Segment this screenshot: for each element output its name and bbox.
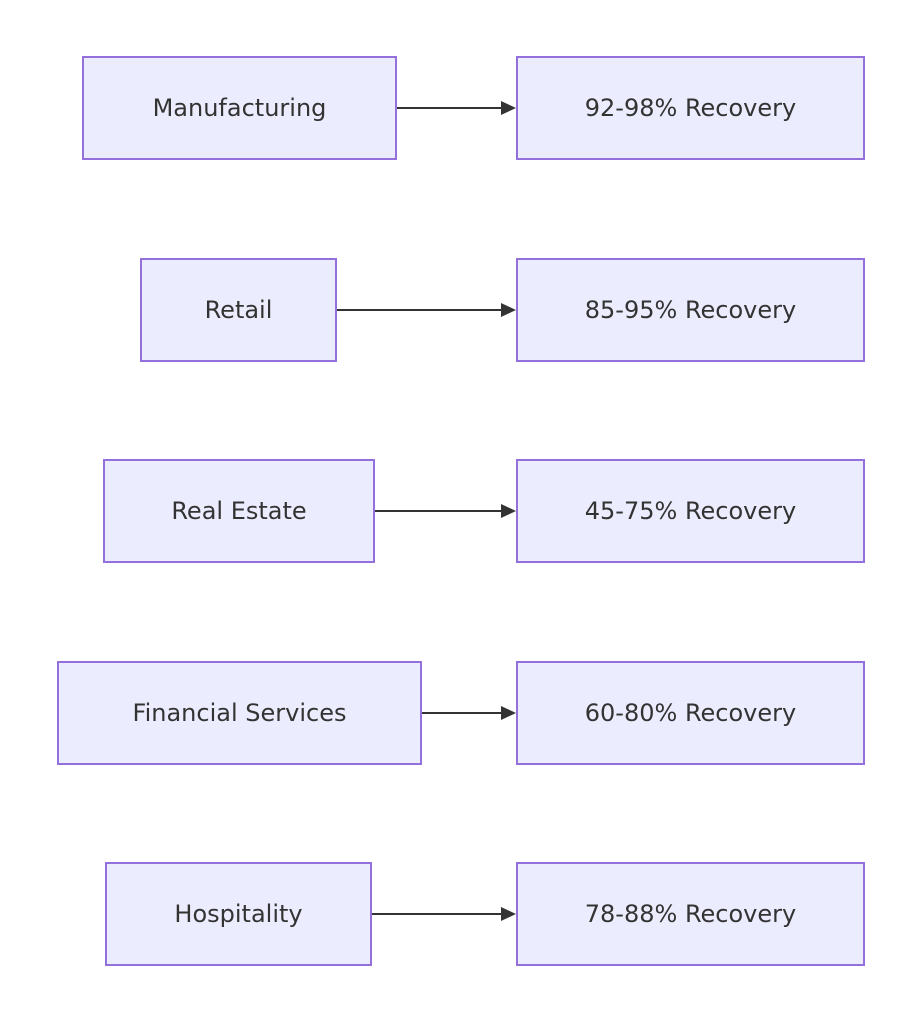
target-node-label: 45-75% Recovery [584, 497, 797, 525]
arrowhead-icon [501, 907, 516, 921]
target-node-label: 60-80% Recovery [584, 699, 797, 727]
source-node-real-estate: Real Estate [103, 459, 375, 563]
arrow-connector [375, 504, 516, 518]
source-node-label: Hospitality [174, 900, 303, 928]
source-node-manufacturing: Manufacturing [82, 56, 397, 160]
arrowhead-icon [501, 101, 516, 115]
arrow-line [397, 107, 501, 109]
source-node-label: Manufacturing [152, 94, 327, 122]
arrow-line [375, 510, 501, 512]
target-node-label: 92-98% Recovery [584, 94, 797, 122]
target-node-recovery: 78-88% Recovery [516, 862, 865, 966]
flow-row: Retail 85-95% Recovery [0, 258, 919, 362]
target-node-label: 85-95% Recovery [584, 296, 797, 324]
flow-row: Hospitality 78-88% Recovery [0, 862, 919, 966]
arrow-line [337, 309, 501, 311]
arrow-connector [337, 303, 516, 317]
arrowhead-icon [501, 303, 516, 317]
arrowhead-icon [501, 706, 516, 720]
source-node-retail: Retail [140, 258, 337, 362]
source-node-financial-services: Financial Services [57, 661, 422, 765]
arrow-line [422, 712, 501, 714]
source-node-label: Retail [204, 296, 273, 324]
arrow-connector [397, 101, 516, 115]
arrow-connector [372, 907, 516, 921]
source-node-hospitality: Hospitality [105, 862, 372, 966]
target-node-recovery: 85-95% Recovery [516, 258, 865, 362]
target-node-recovery: 60-80% Recovery [516, 661, 865, 765]
flow-row: Financial Services 60-80% Recovery [0, 661, 919, 765]
target-node-recovery: 45-75% Recovery [516, 459, 865, 563]
flow-row: Real Estate 45-75% Recovery [0, 459, 919, 563]
arrow-connector [422, 706, 516, 720]
source-node-label: Real Estate [171, 497, 307, 525]
arrow-line [372, 913, 501, 915]
source-node-label: Financial Services [132, 699, 347, 727]
target-node-recovery: 92-98% Recovery [516, 56, 865, 160]
target-node-label: 78-88% Recovery [584, 900, 797, 928]
flow-row: Manufacturing 92-98% Recovery [0, 56, 919, 160]
arrowhead-icon [501, 504, 516, 518]
